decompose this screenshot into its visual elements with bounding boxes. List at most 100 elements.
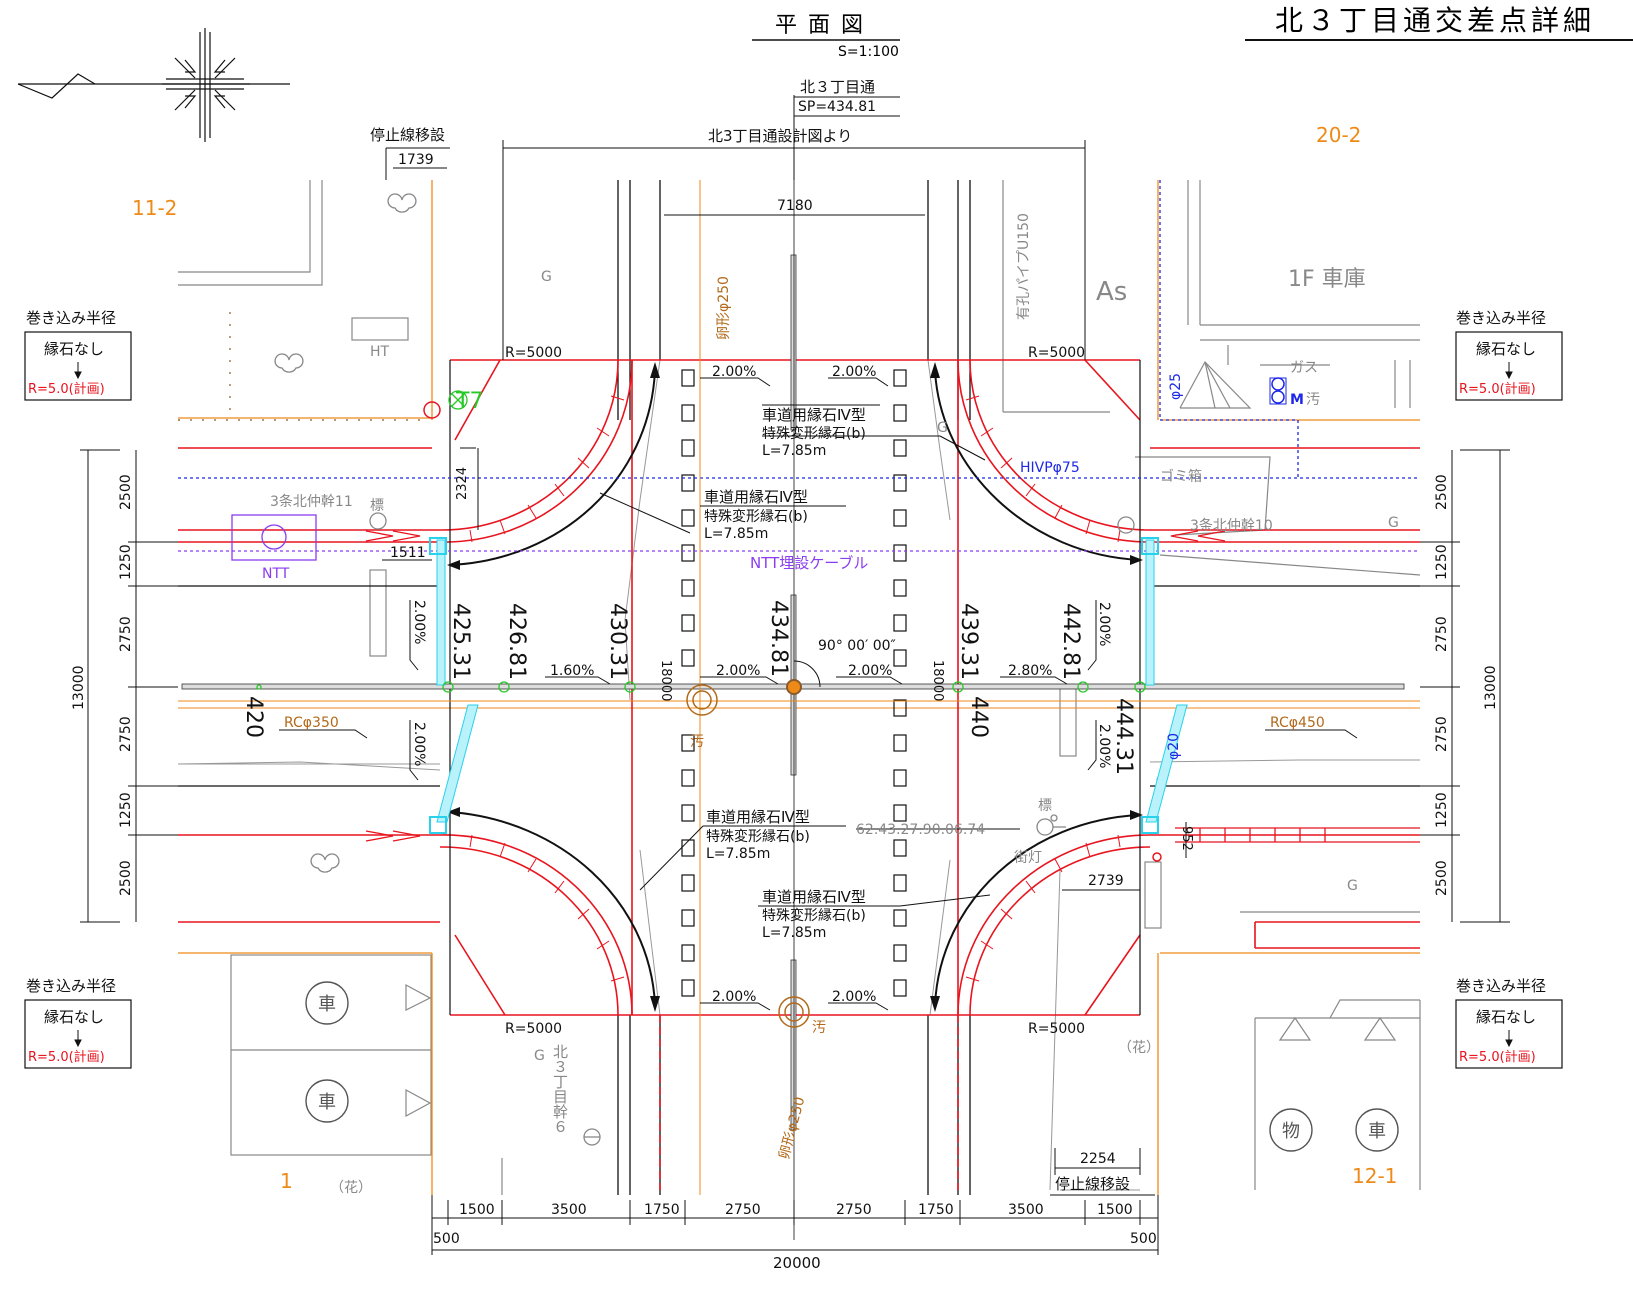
cyan-elements: [429, 537, 1188, 834]
parcel-nw: 11-2: [132, 196, 177, 220]
streetlight-label: 街灯: [1014, 850, 1042, 866]
dim-right-4: 2750: [1434, 716, 1450, 752]
sign-label-se: 標: [1038, 798, 1052, 814]
angle-arc: [793, 660, 821, 688]
labels: 北３丁目通 SP=434.81 北3丁目通設計図より 停止線移設 1739 停止…: [26, 78, 1546, 1193]
sewer-ne-label: 汚: [1306, 392, 1320, 408]
hivp-label: HIVPφ75: [1020, 460, 1080, 476]
curb-note-1-line2: 特殊変形縁石(b): [762, 425, 866, 442]
dim-right-5: 1250: [1434, 792, 1450, 828]
elev-420: 420: [241, 696, 266, 738]
curb-note-3-line3: L=7.85m: [706, 846, 770, 862]
turning-note-ne-line2: R=5.0(計画): [1459, 381, 1536, 397]
curb-note-1-line3: L=7.85m: [762, 443, 826, 459]
dim-total-width: 20000: [773, 1254, 821, 1272]
slope-top-left: 2.00%: [712, 364, 756, 380]
dim-1511: 1511: [390, 545, 426, 561]
gas-meter-icons: [1269, 377, 1287, 405]
curb-lines: [178, 359, 1420, 1190]
turning-note-ne-line1: 縁石なし: [1476, 340, 1536, 358]
slope-center-right: 2.00%: [848, 663, 892, 679]
drain-top-label: 卵形φ250: [716, 276, 732, 340]
sign-label-west: 標: [370, 498, 384, 514]
road-name: 北３丁目通: [800, 78, 875, 96]
car-label-3: 車: [1368, 1121, 1386, 1142]
dim-bottom-8: 1500: [1097, 1202, 1133, 1218]
rotated-labels: 2.00% 2.00% 2.00% 2.00% 425.31 426.81 43…: [71, 213, 1499, 1161]
dim-total-height-left: 13000: [71, 665, 87, 710]
angle-label: 90° 00′ 00″: [818, 638, 896, 654]
parcel-lines: [178, 180, 1421, 1195]
dim-2739: 2739: [1088, 873, 1124, 889]
trunk-11-label: 3条北仲幹11: [270, 493, 353, 510]
elev-425: 425.31: [448, 603, 473, 680]
turning-note-ne-title: 巻き込み半径: [1456, 309, 1546, 327]
slope-top-right: 2.00%: [832, 364, 876, 380]
radius-sw: R=5000: [505, 1021, 562, 1037]
turning-note-se-line1: 縁石なし: [1476, 1008, 1536, 1026]
crosswalk-left: [681, 369, 695, 997]
road-grey-lines: [177, 359, 1420, 1191]
perforated-pipe-label: 有孔パイプU150: [1016, 213, 1032, 320]
gravel-label-east: G: [1388, 515, 1399, 531]
dim-left-6: 2500: [118, 860, 134, 896]
curb-note-4-line2: 特殊変形縁石(b): [762, 907, 866, 924]
asphalt-label: As: [1096, 277, 1127, 307]
radius-nw: R=5000: [505, 345, 562, 361]
centre-point-icon: [786, 679, 802, 695]
ht-label: HT: [370, 344, 390, 360]
red-markers: [423, 401, 1162, 862]
dim-left-5: 1250: [118, 792, 134, 828]
elev-444: 444.31: [1111, 698, 1136, 775]
source-note: 北3丁目通設計図より: [708, 127, 852, 145]
turning-note-arrows: [74, 362, 1513, 1048]
road-edges: [178, 180, 1420, 1195]
turning-note-sw-line2: R=5.0(計画): [28, 1049, 105, 1065]
dim-bottom-3: 1750: [644, 1202, 680, 1218]
garbage-label: ゴミ箱: [1160, 468, 1202, 485]
curb-note-1-line1: 車道用縁石Ⅳ型: [762, 406, 866, 424]
dim-right-3: 2750: [1434, 616, 1450, 652]
gravel-label-nw: G: [541, 269, 552, 285]
utility-labels: HIVPφ75 NTT埋設ケーブル RCφ350 RCφ450 NTT HT ガ…: [262, 267, 1399, 1196]
elev-434: 434.81: [766, 600, 791, 677]
stopline-se-title: 停止線移設: [1055, 1175, 1130, 1193]
curb-note-3-line1: 車道用縁石Ⅳ型: [706, 808, 810, 826]
curb-note-2-line3: L=7.85m: [704, 526, 768, 542]
ntt-box-label: NTT: [262, 566, 290, 582]
road-sp: SP=434.81: [798, 99, 876, 115]
utility-lines: [178, 180, 1420, 1195]
slope-west: 1.60%: [550, 663, 594, 679]
rc-left-label: RCφ350: [284, 715, 339, 731]
gravel-label-sw: G: [534, 1048, 545, 1064]
dim-right-1: 2500: [1434, 474, 1450, 510]
elev-440: 440: [966, 696, 991, 738]
dimension-lines: [80, 95, 1510, 1255]
dim-952: 952: [1179, 826, 1194, 851]
header: 北３丁目通交差点詳細 平 面 図 S=1:100: [752, 4, 1633, 60]
radius-se: R=5000: [1028, 1021, 1085, 1037]
curb-note-4-line3: L=7.85m: [762, 925, 826, 941]
elev-426: 426.81: [504, 603, 529, 680]
symbol-circles: [305, 981, 1399, 1152]
light-code-label: 62.43.27.90.06.74: [856, 822, 985, 838]
north-arrow-icon: [17, 28, 290, 142]
elev-430: 430.31: [605, 603, 630, 680]
tree-icons: [274, 193, 417, 873]
ntt-box: [231, 514, 317, 561]
centre-lines: [181, 180, 1405, 1240]
dim-left-2: 1250: [118, 544, 134, 580]
dim-bottom-4: 2750: [725, 1202, 761, 1218]
turning-arcs: [449, 369, 1141, 1006]
sewer-bottom-label: 汚: [812, 1020, 826, 1036]
slope-markers: [279, 377, 1358, 1011]
dim-18000-right: 18000: [930, 660, 945, 701]
dim-left-4: 2750: [118, 716, 134, 752]
sign-icons: [369, 512, 1135, 1146]
radius-ne: R=5000: [1028, 345, 1085, 361]
flower-label-se: （花）: [1118, 1040, 1160, 1056]
gas-label: ガス: [1290, 360, 1318, 376]
flower-label-sw: （花）: [330, 1180, 372, 1196]
slope-west-lower: 2.00%: [411, 722, 427, 766]
